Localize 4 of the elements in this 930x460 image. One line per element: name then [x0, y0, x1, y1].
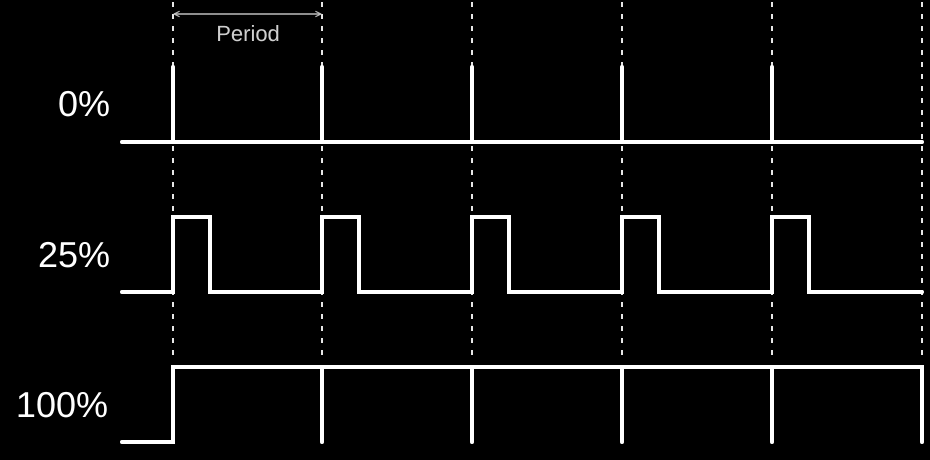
duty-cycle-label: 25% [38, 237, 110, 273]
dimension-label: Period [216, 23, 280, 45]
duty-cycle-label: 0% [58, 86, 110, 122]
duty-cycle-label: 100% [16, 387, 108, 423]
